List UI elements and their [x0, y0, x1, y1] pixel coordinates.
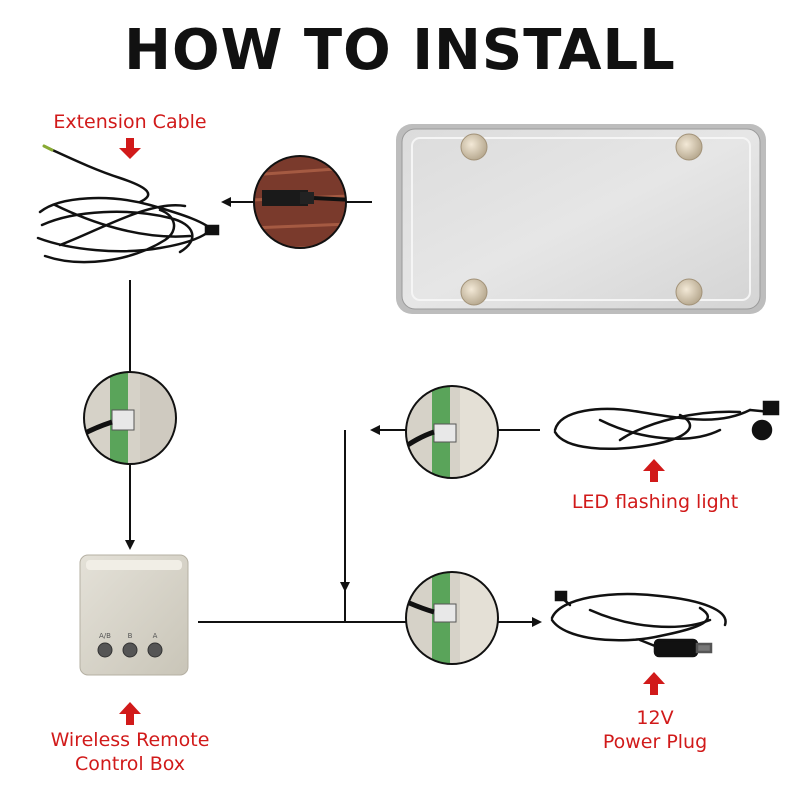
box-button-label-ab: A/B	[99, 632, 111, 640]
box-button-label-a: A	[153, 632, 158, 640]
power-plug-image	[550, 590, 727, 658]
box-button-a	[147, 642, 163, 658]
extension-cable-label: Extension Cable	[53, 111, 207, 133]
box-button-b	[122, 642, 138, 658]
led-light-pointer-arrow	[643, 459, 665, 482]
control-box-pointer-arrow	[119, 702, 141, 725]
plate-connector-detail-circle	[253, 155, 347, 249]
power-plug-pointer-arrow	[643, 672, 665, 695]
box-input-port-detail-circle	[83, 371, 177, 465]
wireless-remote-control-box-image: A/B B A	[79, 554, 189, 676]
box-button-ab	[97, 642, 113, 658]
wireless-remote-label-line1: Wireless Remote	[50, 729, 210, 751]
power-plug-label-line2: Power Plug	[602, 731, 708, 753]
wireless-remote-label-line2: Control Box	[74, 753, 186, 775]
led-flashing-light-label: LED flashing light	[571, 491, 739, 513]
power-port-detail-circle	[405, 571, 499, 665]
license-plate-frame-image	[396, 124, 766, 314]
box-button-label-b: B	[128, 632, 133, 640]
power-plug-label-line1: 12V	[636, 707, 674, 729]
led-port-detail-circle	[405, 385, 499, 479]
page-title: HOW TO INSTALL	[124, 18, 676, 83]
extension-cable-pointer-arrow	[119, 138, 141, 159]
extension-cable-image	[36, 144, 220, 264]
led-flashing-light-image	[553, 400, 780, 450]
